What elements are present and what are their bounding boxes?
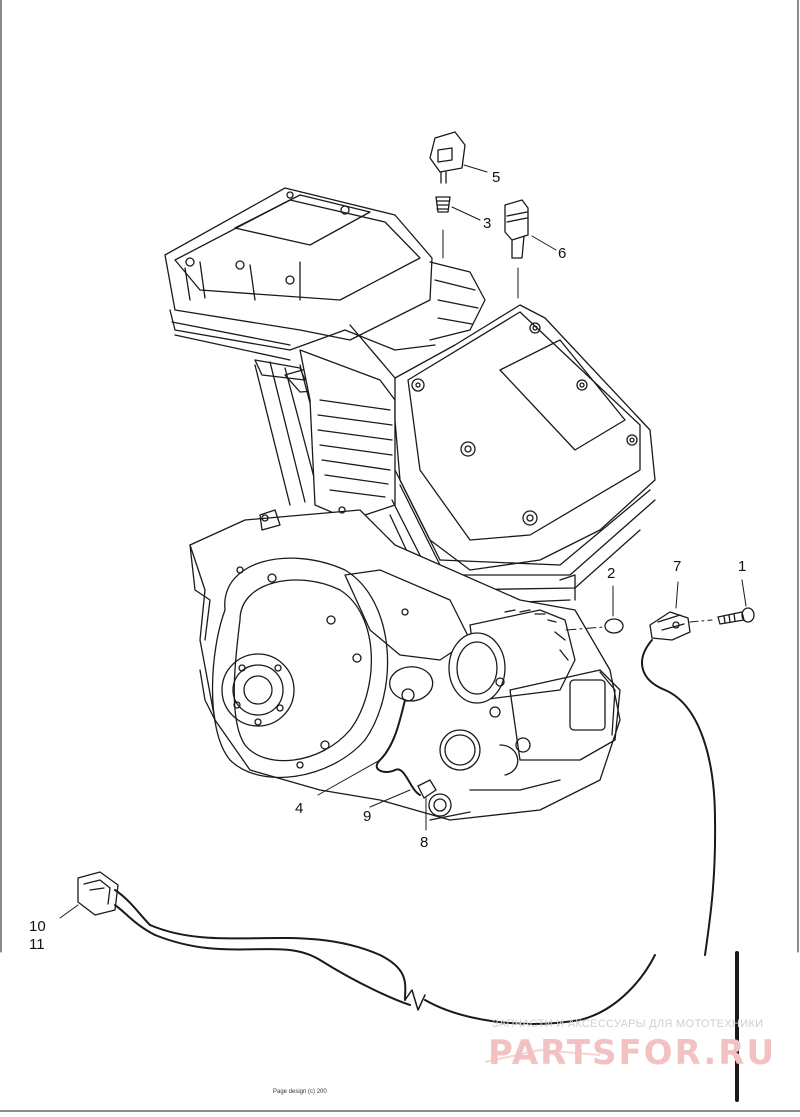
callout-6: 6	[558, 245, 567, 262]
callout-9: 9	[363, 808, 372, 825]
part-10-11-connector-harness	[59, 871, 656, 1025]
part-1-screw	[717, 579, 755, 625]
callout-7: 7	[673, 558, 682, 575]
engine-illustration	[164, 187, 656, 821]
callout-8: 8	[420, 834, 429, 851]
watermark-graphic	[484, 1048, 601, 1063]
callout-11: 11	[29, 936, 45, 953]
callout-10: 10	[29, 918, 46, 935]
part-3-fitting	[435, 196, 481, 259]
part-9-harness-wire	[375, 699, 421, 796]
callout-5: 5	[492, 169, 501, 186]
part-5-sensor-connector	[429, 131, 488, 184]
part-6-sensor	[504, 199, 557, 299]
callout-1: 1	[738, 558, 747, 575]
callout-3: 3	[483, 215, 492, 232]
part-7-sensor-with-cable	[641, 581, 717, 956]
watermark-logo: PARTSFOR.RU	[488, 1033, 777, 1073]
callout-4: 4	[295, 800, 304, 817]
part-8-clip	[417, 779, 437, 831]
watermark-tagline: ЗАПЧАСТИ И АКСЕССУАРЫ ДЛЯ МОТОТЕХНИКИ	[492, 1018, 764, 1030]
part-2-o-ring	[565, 585, 624, 634]
callout-2: 2	[607, 565, 616, 582]
page-footer: Page design (c) 200	[273, 1089, 327, 1095]
